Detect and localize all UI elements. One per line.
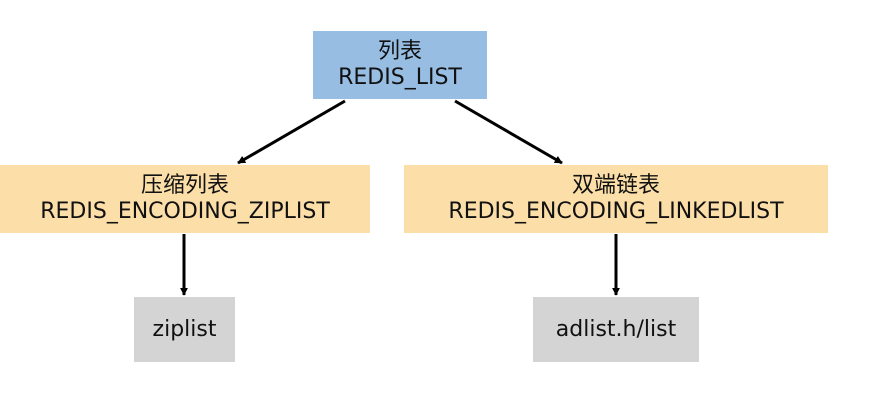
ziplist-encoding-title: 压缩列表 bbox=[140, 173, 229, 198]
linkedlist-encoding-title: 双端链表 bbox=[571, 173, 660, 198]
list-type-node: 列表 REDIS_LIST bbox=[313, 31, 487, 99]
list-type-title: 列表 bbox=[377, 39, 422, 64]
adlist-impl-node: adlist.h/list bbox=[533, 297, 699, 362]
edge-root-to-ziplist-encoding bbox=[237, 99, 346, 165]
edge-root-to-linkedlist-encoding bbox=[454, 99, 563, 165]
list-type-subtitle: REDIS_LIST bbox=[338, 65, 462, 90]
ziplist-impl-label: ziplist bbox=[152, 316, 217, 342]
linkedlist-encoding-node: 双端链表 REDIS_ENCODING_LINKEDLIST bbox=[404, 165, 828, 233]
ziplist-encoding-subtitle: REDIS_ENCODING_ZIPLIST bbox=[40, 199, 330, 224]
ziplist-impl-node: ziplist bbox=[134, 297, 235, 362]
adlist-impl-label: adlist.h/list bbox=[555, 316, 677, 342]
ziplist-encoding-node: 压缩列表 REDIS_ENCODING_ZIPLIST bbox=[0, 165, 370, 233]
linkedlist-encoding-subtitle: REDIS_ENCODING_LINKEDLIST bbox=[448, 199, 784, 224]
